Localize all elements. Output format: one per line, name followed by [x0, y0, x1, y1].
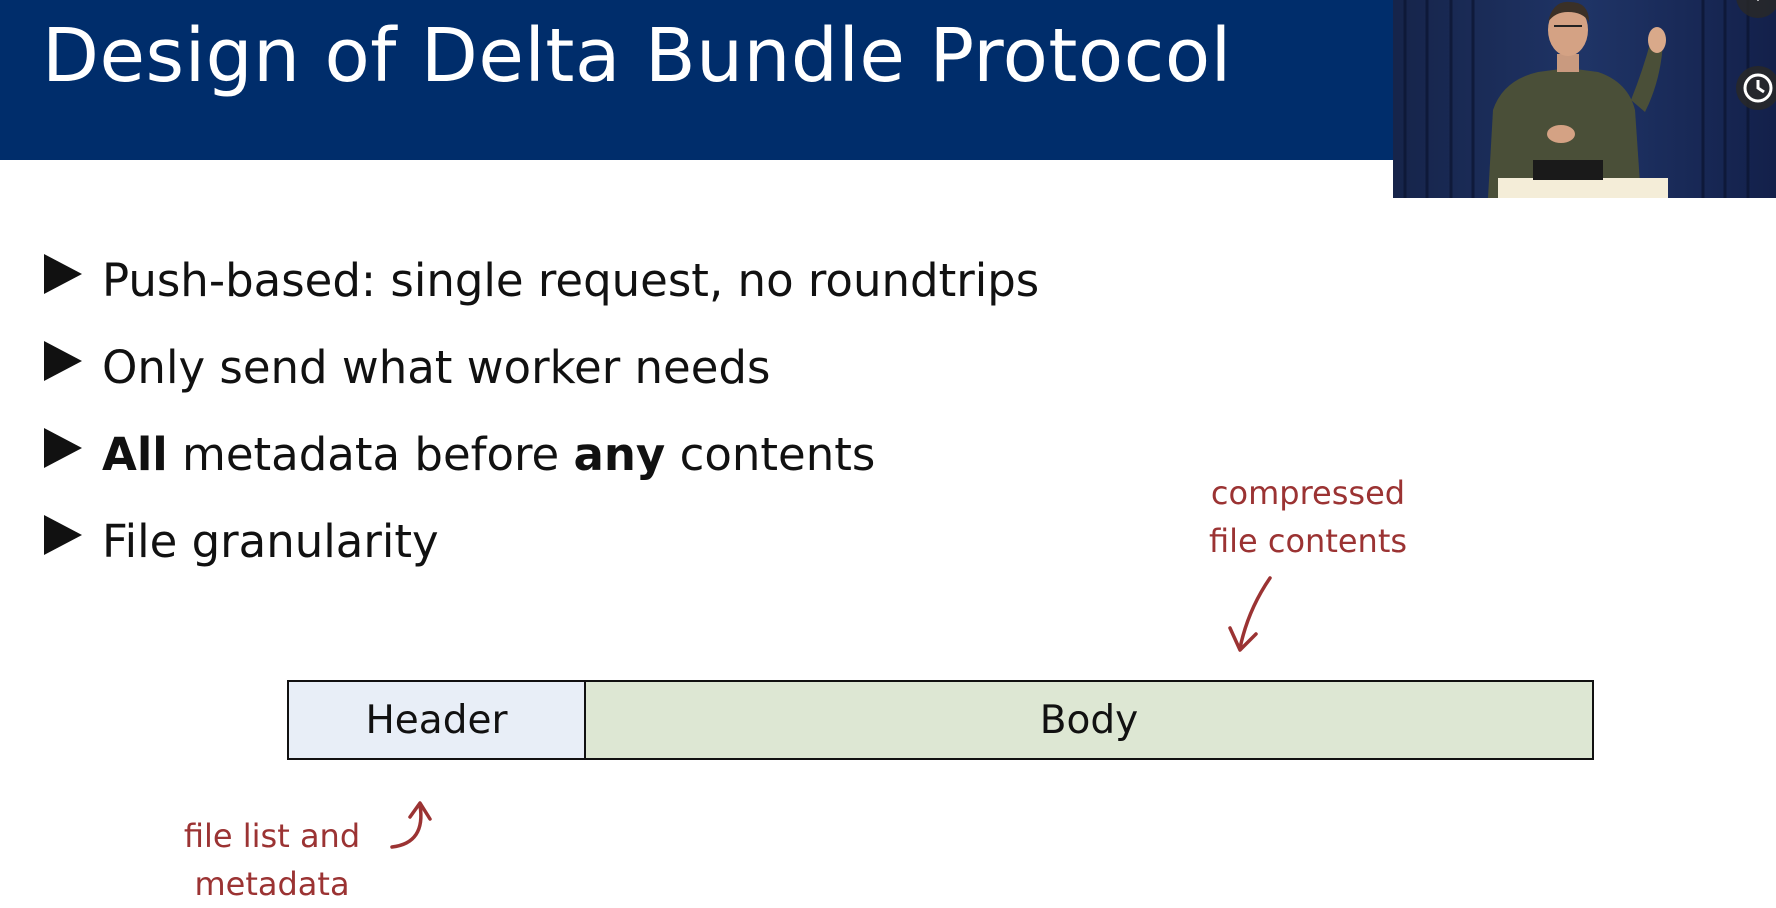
bullet-text: metadata before	[167, 428, 574, 481]
chevron-down-glyph	[1756, 0, 1760, 2]
triangle-bullet-icon	[44, 428, 82, 468]
bullet-text: Only send what worker needs	[102, 341, 771, 394]
clock-glyph	[1743, 73, 1773, 103]
bundle-header-segment: Header	[289, 682, 586, 758]
annotation-line: metadata	[194, 865, 350, 903]
slide-title: Design of Delta Bundle Protocol	[42, 13, 1232, 99]
triangle-bullet-icon	[44, 254, 82, 294]
bullet-item-only-send: Only send what worker needs	[44, 332, 1039, 419]
speaker-video	[1393, 0, 1776, 198]
body-label: Body	[1039, 697, 1139, 743]
chevron-down-icon[interactable]	[1736, 0, 1776, 18]
triangle-bullet-icon	[44, 341, 82, 381]
bullet-list: Push-based: single request, no roundtrip…	[44, 245, 1039, 593]
annotation-compressed-file-contents: compressed file contents	[1200, 469, 1416, 565]
clock-icon[interactable]	[1736, 66, 1776, 110]
bullet-item-file-granularity: File granularity	[44, 506, 1039, 593]
arrow-down-icon	[1228, 576, 1272, 652]
bullet-text-tail: contents	[665, 428, 876, 481]
annotation-line: file contents	[1208, 522, 1408, 560]
header-label: Header	[365, 697, 508, 743]
annotation-line: compressed	[1210, 474, 1406, 512]
annotation-line: file list and	[183, 817, 361, 855]
bullet-text: File granularity	[102, 515, 439, 568]
speaker-video-frame	[1393, 0, 1776, 198]
title-bar: Design of Delta Bundle Protocol	[0, 0, 1393, 160]
arrow-up-icon	[390, 801, 432, 849]
bullet-text: Push-based: single request, no roundtrip…	[102, 254, 1040, 307]
bullet-bold-all: All	[102, 428, 168, 481]
bullet-item-push-based: Push-based: single request, no roundtrip…	[44, 245, 1039, 332]
bullet-item-metadata-first: All metadata before any contents	[44, 419, 1039, 506]
triangle-bullet-icon	[44, 515, 82, 555]
annotation-file-list-and-metadata: file list and metadata	[164, 812, 380, 908]
bundle-diagram: Header Body	[287, 680, 1594, 760]
bullet-bold-any: any	[573, 428, 666, 481]
bundle-body-segment: Body	[586, 682, 1592, 758]
